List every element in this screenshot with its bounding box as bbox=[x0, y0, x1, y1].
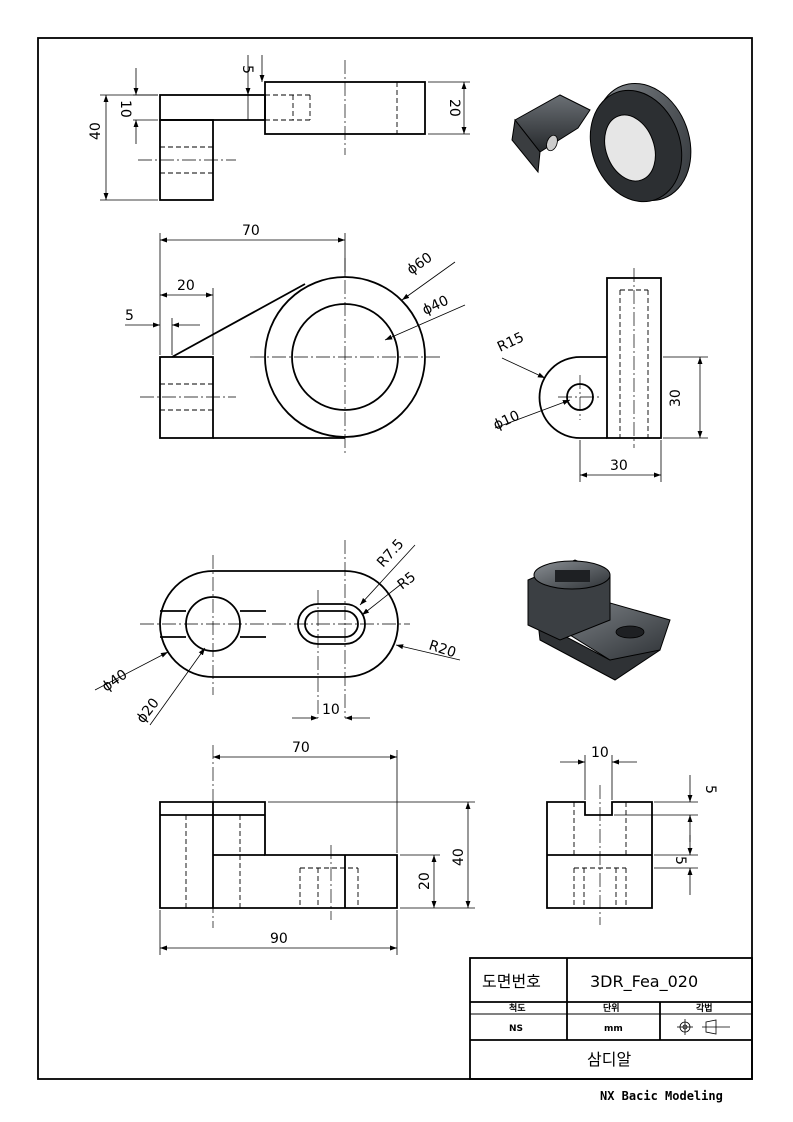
dim-bottom-r7-5: R7.5 bbox=[374, 536, 407, 570]
dim-bottom-phi20: ϕ20 bbox=[134, 695, 163, 726]
dim-front-70: 70 bbox=[242, 223, 260, 239]
lower-front-view: 70 90 20 40 bbox=[159, 740, 475, 955]
dim-top-10: 10 bbox=[117, 100, 133, 118]
dim-lower-side-5a: 5 bbox=[702, 785, 718, 794]
dim-side-phi10: ϕ10 bbox=[491, 408, 522, 434]
dim-phi40: ϕ40 bbox=[420, 293, 451, 319]
drawing-title: 삼디알 bbox=[587, 1050, 631, 1069]
dim-lower-20: 20 bbox=[417, 872, 433, 890]
dim-bottom-phi40: ϕ40 bbox=[99, 667, 130, 696]
dim-top-20: 20 bbox=[446, 99, 462, 117]
dim-top-40: 40 bbox=[88, 122, 104, 140]
dim-lower-40: 40 bbox=[451, 848, 467, 866]
drawing-number-label: 도면번호 bbox=[482, 972, 541, 991]
drawing-number: 3DR_Fea_020 bbox=[590, 972, 698, 992]
dim-phi60: ϕ60 bbox=[404, 250, 435, 279]
dim-top-5: 5 bbox=[239, 65, 255, 74]
scale-value: NS bbox=[509, 1024, 523, 1034]
dim-bottom-10: 10 bbox=[322, 702, 340, 718]
dim-side-30-horizontal: 30 bbox=[610, 458, 628, 474]
dim-front-20: 20 bbox=[177, 278, 195, 294]
dim-lower-70: 70 bbox=[292, 740, 310, 756]
bottom-view: R7.5 R5 R20 ϕ40 ϕ20 10 bbox=[94, 536, 461, 726]
dim-side-30-vertical: 30 bbox=[668, 389, 684, 407]
dim-lower-90: 90 bbox=[270, 931, 288, 947]
projection-label: 각법 bbox=[696, 1002, 713, 1014]
side-view: R15 ϕ10 30 30 bbox=[491, 268, 708, 482]
title-block: 도면번호 3DR_Fea_020 척도 단위 각법 NS mm 삼디알 bbox=[469, 957, 753, 1080]
dim-bottom-r5: R5 bbox=[395, 569, 420, 593]
unit-value: mm bbox=[604, 1024, 623, 1034]
unit-label: 단위 bbox=[603, 1002, 620, 1014]
third-angle-projection-icon bbox=[677, 1019, 730, 1035]
footer-caption: NX Bacic Modeling bbox=[600, 1089, 723, 1103]
top-view: 5 10 40 20 bbox=[88, 55, 470, 201]
dim-lower-side-5b: 5 bbox=[672, 856, 688, 865]
isometric-view-2 bbox=[527, 559, 671, 681]
dim-lower-side-10: 10 bbox=[591, 745, 609, 761]
sheet-border bbox=[37, 37, 753, 1080]
scale-label: 척도 bbox=[509, 1002, 526, 1014]
dim-side-r15: R15 bbox=[495, 329, 527, 355]
front-view: 70 20 5 ϕ60 ϕ40 bbox=[125, 223, 466, 455]
dim-bottom-r20: R20 bbox=[427, 638, 458, 662]
lower-side-view: 10 5 5 bbox=[546, 745, 718, 925]
dim-front-5: 5 bbox=[125, 308, 134, 324]
isometric-view-1 bbox=[511, 82, 692, 203]
